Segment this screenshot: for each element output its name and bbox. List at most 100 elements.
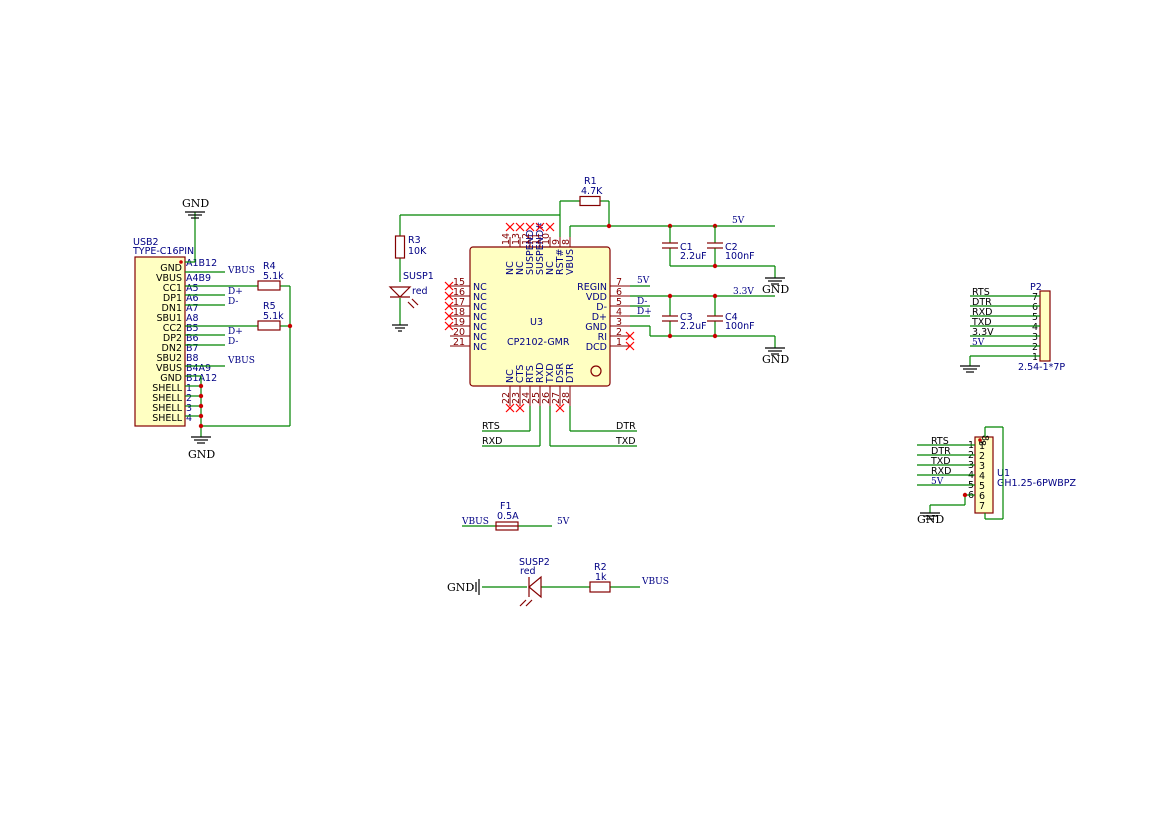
u3-top-pin-num: 12: [521, 233, 532, 245]
usb-net-dp2: D+: [228, 327, 243, 337]
resistor-r4[interactable]: R4 5.1k: [257, 261, 284, 291]
u3-top-pin-num: 8: [561, 239, 572, 245]
u3-value: CP2102-GMR: [507, 337, 570, 348]
net-3v3: 3.3V: [733, 287, 754, 297]
usb-pin-num: A6: [186, 293, 199, 304]
u1-inner-num: 4: [979, 471, 985, 482]
led-susp1[interactable]: SUSP1 red: [388, 271, 434, 309]
usb-pin-num: A4B9: [186, 273, 211, 284]
resistor-r5[interactable]: R5 5.1k: [257, 301, 284, 331]
f1-ref: F1: [500, 501, 512, 512]
usb-pin-name: DP1: [163, 293, 182, 304]
p2-signal-label: 3.3V: [972, 327, 994, 338]
u1-signal-label: DTR: [931, 446, 951, 457]
f1-net-right: 5V: [557, 517, 570, 527]
gnd-cap2-label: GND: [762, 353, 789, 366]
c2-value: 100nF: [725, 251, 755, 262]
f1-value: 0.5A: [497, 511, 519, 522]
usb-pin-name: DN1: [162, 303, 182, 314]
p2-pin-num: 3: [1032, 332, 1038, 343]
susp1-value: red: [412, 286, 428, 297]
usb-pin-num: 4: [186, 413, 192, 424]
p2-signal-label: RTS: [972, 287, 990, 298]
p2-signal-label: DTR: [972, 297, 992, 308]
usb-net-dn2: D-: [228, 337, 238, 347]
f1-net-left: VBUS: [461, 517, 489, 527]
u3-top-pin-num: 10: [541, 233, 552, 245]
u3-right-pin-name: REGIN: [577, 282, 607, 293]
capacitor-c1[interactable]: C1 2.2uF: [662, 242, 707, 262]
u3-bottom-pin-name: TXD: [545, 363, 556, 384]
u3-left-pin-num: 18: [453, 307, 465, 318]
u3-bottom-pin-num: 26: [541, 392, 552, 404]
p2-signal-label: RXD: [972, 307, 992, 318]
gnd-cap1-label: GND: [762, 283, 789, 296]
usb-pin-num: B6: [186, 333, 199, 344]
u3-pin1-marker: [590, 365, 602, 377]
capacitor-c4[interactable]: C4 100nF: [707, 312, 755, 332]
u3-top-pin-name: SUSPEND: [525, 230, 536, 275]
susp2-r2-branch: GND: [447, 579, 640, 595]
connector-u1[interactable]: U1 GH1.25-6PWBPZ 1RTS2DTR3TXD4RXD55V6123…: [917, 435, 1076, 514]
u3-top-pin-name: NC: [545, 261, 556, 275]
u3-top-pin-num: 14: [501, 233, 512, 245]
u3-right-pin-name: GND: [585, 322, 607, 333]
susp2-ref: SUSP2: [519, 557, 550, 568]
u3-bottom-pin-name: RTS: [525, 365, 536, 383]
u3-top-pin-name: SUSPEND#: [535, 222, 546, 275]
capacitor-c2[interactable]: C2 100nF: [707, 242, 755, 262]
u3-bottom-pin-num: 24: [521, 392, 532, 404]
u3-top-pin-name: NC: [505, 261, 516, 275]
r3-ref: R3: [408, 235, 421, 246]
u3-net-regin: 5V: [637, 276, 650, 286]
wire-rxd-label: RXD: [482, 436, 502, 447]
resistor-r2[interactable]: R2 1k VBUS: [589, 562, 669, 593]
net-5v-top: 5V: [732, 216, 745, 226]
u3-left-pin-name: NC: [473, 322, 487, 333]
p2-signal-label: 5V: [972, 338, 985, 348]
fuse-f1[interactable]: F1 0.5A VBUS 5V: [461, 501, 570, 531]
u3-right-pin-name: VDD: [586, 292, 607, 303]
resistor-r1[interactable]: R1 4.7K: [579, 176, 603, 207]
usb-pin-num: A1B12: [186, 258, 217, 269]
usb-pin-name: GND: [160, 263, 182, 274]
r3-susp1-branch: [399, 214, 560, 325]
susp2-value: red: [520, 566, 536, 577]
p2-pin-num: 4: [1032, 322, 1038, 333]
u3-right-pin-num: 3: [616, 317, 622, 328]
p2-gnd-wire: [960, 355, 1040, 373]
wire-dtr-label: DTR: [616, 421, 636, 432]
gnd-symbol-cap1: GND: [762, 277, 789, 296]
u3-bottom-pin-name: CTS: [515, 365, 526, 383]
r2-value: 1k: [595, 572, 607, 583]
u3-top-pin-num: 11: [531, 233, 542, 245]
u1-signal-label: RTS: [931, 436, 949, 447]
capacitor-c3[interactable]: C3 2.2uF: [662, 312, 707, 332]
u3-left-pin-num: 16: [453, 287, 465, 298]
usb-pin-num: 2: [186, 393, 192, 404]
u3-left-pin-name: NC: [473, 282, 487, 293]
usb-pin-num: 3: [186, 403, 192, 414]
u1-inner-num: 5: [979, 481, 985, 492]
u3-left-pin-num: 17: [453, 297, 465, 308]
usb-net-vbus1: VBUS: [227, 266, 255, 276]
led-susp2[interactable]: SUSP2 red: [519, 557, 550, 607]
p2-body: [1039, 290, 1051, 362]
r2-ref: R2: [594, 562, 607, 573]
usb-pin-num: 1: [186, 383, 192, 394]
u3-net-dm: D-: [637, 297, 647, 307]
u3-top-pin-name: NC: [515, 261, 526, 275]
usb-pin-name: SHELL: [152, 413, 182, 424]
u3-right-pin-num: 4: [616, 307, 622, 318]
u3-left-pin-name: NC: [473, 342, 487, 353]
usb-pin-name: CC1: [163, 283, 182, 294]
r1-ref: R1: [584, 176, 597, 187]
resistor-r3[interactable]: R3 10K: [394, 235, 428, 259]
wire-txd-label: TXD: [615, 436, 636, 447]
usb-net-dp1: D+: [228, 287, 243, 297]
usb-pin-name: SHELL: [152, 383, 182, 394]
